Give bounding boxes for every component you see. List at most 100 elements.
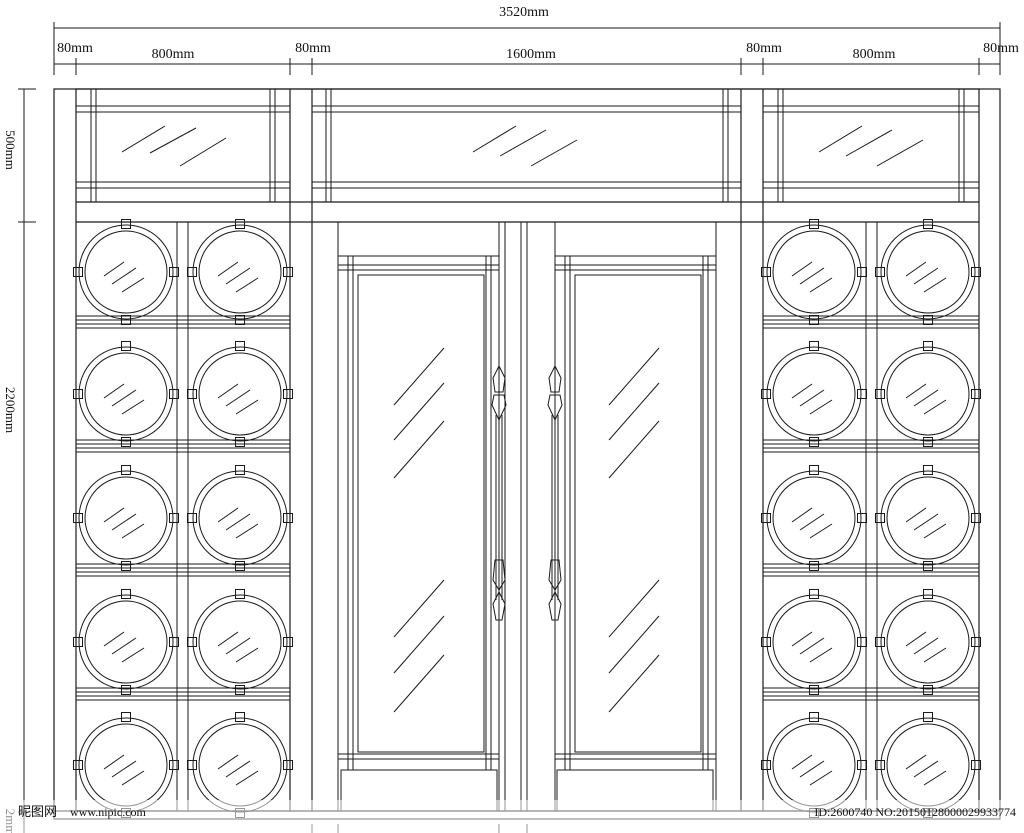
glass-reflection — [923, 523, 947, 539]
glass-reflection — [791, 754, 813, 770]
transom-center — [312, 89, 741, 202]
circle-glass-panel — [187, 465, 293, 571]
dim-total-width: 3520mm — [499, 5, 549, 20]
glass-reflection — [913, 760, 939, 778]
circle-glass-panel — [187, 219, 293, 325]
glass-reflection — [179, 137, 227, 167]
glass-reflection — [121, 277, 145, 293]
dim-mullion-left: 80mm — [295, 41, 331, 56]
glass-reflection — [103, 631, 125, 647]
glass-reflection — [608, 579, 660, 638]
glass-reflection — [217, 631, 239, 647]
circle-glass-panel — [73, 219, 179, 325]
glass-reflection — [608, 420, 660, 479]
double-door — [337, 221, 717, 812]
side-band — [763, 687, 979, 701]
glass-reflection — [225, 267, 251, 285]
glass-reflection — [235, 399, 259, 415]
circle-glass-panel — [187, 341, 293, 447]
circle-glass-panel — [187, 589, 293, 695]
side-band — [76, 439, 290, 453]
side-band — [76, 687, 290, 701]
glass-reflection — [905, 754, 927, 770]
glass-reflection — [845, 129, 893, 157]
glass-reflection — [121, 647, 145, 663]
watermark-logo: 昵图网 — [18, 804, 57, 819]
glass-reflection — [876, 139, 924, 167]
glass-reflection — [111, 267, 137, 285]
side-band — [76, 315, 290, 329]
glass-reflection — [235, 277, 259, 293]
glass-reflection — [121, 399, 145, 415]
glass-reflection — [791, 507, 813, 523]
glass-reflection — [799, 760, 825, 778]
glass-reflection — [217, 507, 239, 523]
dim-side-panel-right: 800mm — [853, 47, 896, 62]
glass-reflection — [608, 615, 660, 674]
circle-glass-panel — [761, 341, 867, 447]
circle-glass-panel — [875, 341, 981, 447]
glass-reflection — [111, 637, 137, 655]
glass-reflection — [235, 647, 259, 663]
glass-reflection — [103, 261, 125, 277]
door-handle-right — [547, 364, 563, 621]
glass-reflection — [393, 420, 445, 479]
side-band — [763, 563, 979, 577]
glass-reflection — [799, 513, 825, 531]
circle-glass-panel — [875, 219, 981, 325]
transom-left — [76, 89, 290, 202]
glass-reflection — [103, 383, 125, 399]
glass-reflection — [111, 513, 137, 531]
glass-reflection — [923, 277, 947, 293]
glass-reflection — [913, 637, 939, 655]
dim-transom-height: 500mm — [3, 130, 18, 170]
glass-reflection — [103, 754, 125, 770]
glass-reflection — [499, 129, 547, 157]
circle-glass-panel — [761, 589, 867, 695]
glass-reflection — [235, 523, 259, 539]
side-band — [763, 439, 979, 453]
glass-reflection — [791, 261, 813, 277]
top-dimension-lines — [53, 22, 1001, 75]
glass-reflection — [393, 579, 445, 638]
dim-door-height: 2200mm — [3, 387, 18, 433]
glass-reflection — [791, 383, 813, 399]
glass-reflection — [393, 654, 445, 713]
side-band — [763, 315, 979, 329]
glass-reflection — [608, 654, 660, 713]
glass-reflection — [905, 261, 927, 277]
dim-center-door: 1600mm — [506, 47, 556, 62]
glass-reflection — [608, 382, 660, 441]
dim-frame-left: 80mm — [57, 41, 93, 56]
glass-reflection — [913, 267, 939, 285]
glass-reflection — [809, 523, 833, 539]
glass-reflection — [913, 389, 939, 407]
glass-reflection — [809, 277, 833, 293]
glass-reflection — [791, 631, 813, 647]
glass-reflection — [530, 139, 578, 167]
left-dimension-lines — [18, 88, 36, 833]
dim-mullion-right: 80mm — [746, 41, 782, 56]
glass-reflection — [225, 760, 251, 778]
watermark-id: ID:2600740 NO:20150128000029933774 — [814, 805, 1016, 819]
glass-reflection — [393, 382, 445, 441]
glass-reflection — [121, 523, 145, 539]
glass-reflection — [393, 615, 445, 674]
watermark-site: www.nipic.com — [70, 805, 147, 819]
glass-reflection — [923, 647, 947, 663]
glass-reflection — [905, 383, 927, 399]
glass-reflection — [818, 125, 863, 153]
glass-reflection — [225, 637, 251, 655]
watermark-bar — [0, 800, 1024, 833]
glass-reflection — [103, 507, 125, 523]
side-panel-bands — [76, 315, 979, 701]
glass-reflection — [149, 127, 197, 154]
glass-reflection — [217, 383, 239, 399]
glass-reflection — [923, 399, 947, 415]
glass-reflection — [111, 389, 137, 407]
glass-reflection — [913, 513, 939, 531]
glass-reflection — [235, 770, 259, 786]
glass-reflection — [809, 399, 833, 415]
glass-reflection — [472, 125, 517, 153]
